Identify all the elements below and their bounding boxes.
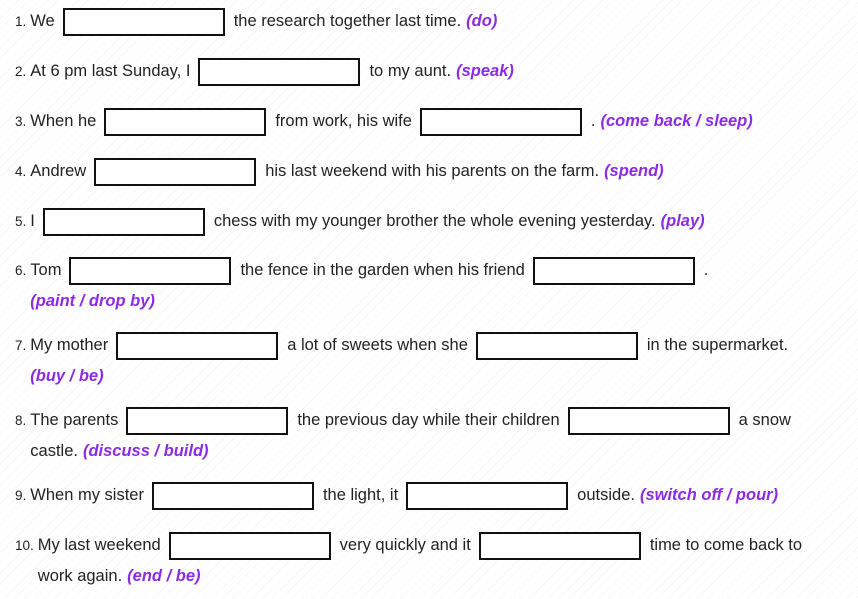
item-number: 7. — [15, 338, 27, 353]
item-text: My mother — [30, 336, 109, 354]
answer-input-9b[interactable] — [406, 481, 569, 510]
item-text: The parents — [30, 411, 119, 429]
item-text: chess with my younger brother the whole … — [213, 212, 656, 230]
item-text: When my sister — [30, 486, 144, 504]
verb-hint: (spend) — [604, 162, 664, 180]
exercise-item-1: 1. We the research together last time. (… — [15, 6, 497, 37]
answer-input-5a[interactable] — [42, 207, 205, 236]
verb-hint: (switch off / pour) — [639, 486, 779, 504]
item-text: outside. — [577, 486, 635, 504]
answer-input-8a[interactable] — [126, 406, 289, 435]
exercise-item-8: 8. The parents the previous day while th… — [15, 405, 791, 467]
item-text: When he — [30, 112, 97, 130]
verb-hint: (speak) — [456, 62, 514, 80]
item-text: Tom — [30, 261, 62, 279]
item-text: the light, it — [322, 486, 399, 504]
item-text: Andrew — [30, 162, 87, 180]
verb-hint: (do) — [466, 12, 498, 30]
exercise-item-7: 7. My mother a lot of sweets when she in… — [15, 330, 788, 392]
item-text: from work, his wife — [275, 112, 412, 130]
verb-hint: (discuss / build) — [82, 442, 209, 460]
item-text: the previous day while their children — [297, 411, 560, 429]
item-text: . — [703, 261, 709, 279]
verb-hint: (paint / drop by) — [30, 292, 155, 310]
verb-hint: (come back / sleep) — [600, 112, 753, 130]
item-text: time to come back to — [649, 536, 803, 554]
item-text: We — [30, 12, 55, 30]
answer-input-10a[interactable] — [168, 531, 331, 560]
item-number: 5. — [15, 214, 27, 229]
answer-input-4a[interactable] — [94, 157, 257, 186]
item-text: very quickly and it — [339, 536, 471, 554]
item-number: 10. — [15, 538, 34, 553]
item-text: to my aunt. — [369, 62, 452, 80]
exercise-item-6: 6. Tom the fence in the garden when his … — [15, 255, 708, 317]
answer-input-7a[interactable] — [116, 331, 279, 360]
verb-hint: (buy / be) — [30, 367, 104, 385]
item-text: the research together last time. — [233, 12, 462, 30]
answer-input-7b[interactable] — [475, 331, 638, 360]
item-text: At 6 pm last Sunday, I — [30, 62, 191, 80]
item-text: I — [30, 212, 35, 230]
item-number: 3. — [15, 114, 27, 129]
answer-input-9a[interactable] — [151, 481, 314, 510]
item-number: 2. — [15, 64, 27, 79]
answer-input-10b[interactable] — [478, 531, 641, 560]
exercise-item-9: 9. When my sister the light, it outside.… — [15, 480, 778, 511]
item-number: 9. — [15, 488, 27, 503]
exercise-item-4: 4. Andrew his last weekend with his pare… — [15, 156, 664, 187]
item-text: the fence in the garden when his friend — [240, 261, 525, 279]
item-text: work again. — [37, 567, 123, 585]
exercise-item-5: 5. I chess with my younger brother the w… — [15, 206, 705, 237]
item-text: castle. — [30, 442, 78, 460]
exercise-item-2: 2. At 6 pm last Sunday, I to my aunt. (s… — [15, 56, 514, 87]
answer-input-3a[interactable] — [104, 107, 267, 136]
answer-input-6b[interactable] — [532, 256, 695, 285]
answer-input-8b[interactable] — [567, 406, 730, 435]
item-text: in the supermarket. — [646, 336, 789, 354]
answer-input-2a[interactable] — [198, 57, 361, 86]
exercise-item-3: 3. When he from work, his wife . (come b… — [15, 106, 753, 137]
answer-input-1a[interactable] — [62, 7, 225, 36]
item-text: a lot of sweets when she — [287, 336, 468, 354]
item-number: 8. — [15, 413, 27, 428]
item-number: 4. — [15, 164, 27, 179]
item-number: 1. — [15, 14, 27, 29]
item-text: . — [590, 112, 596, 130]
answer-input-6a[interactable] — [69, 256, 232, 285]
verb-hint: (play) — [660, 212, 705, 230]
item-text: his last weekend with his parents on the… — [265, 162, 600, 180]
item-text: My last weekend — [37, 536, 161, 554]
answer-input-3b[interactable] — [419, 107, 582, 136]
item-number: 6. — [15, 263, 27, 278]
verb-hint: (end / be) — [127, 567, 201, 585]
item-text: a snow — [738, 411, 791, 429]
exercise-item-10: 10. My last weekend very quickly and it … — [15, 530, 802, 592]
